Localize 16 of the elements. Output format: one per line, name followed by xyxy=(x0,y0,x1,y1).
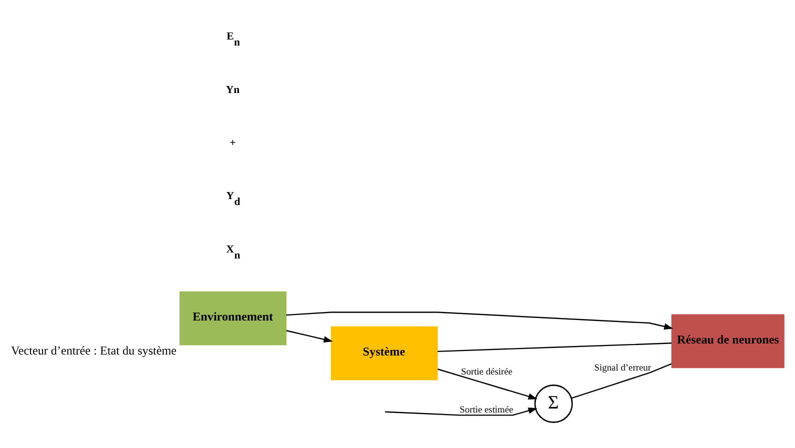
label: Yn xyxy=(226,84,240,96)
connector xyxy=(571,363,672,399)
edge-label: Sortie estimée xyxy=(460,406,514,416)
arrow xyxy=(438,368,538,400)
connector xyxy=(438,342,672,352)
node-box: Réseau de neurones xyxy=(671,314,784,368)
node-circle: Σ xyxy=(534,384,573,424)
arrow xyxy=(286,330,333,342)
edge-label: Sortie désirée xyxy=(461,367,512,378)
arrow xyxy=(385,408,538,416)
arrow xyxy=(286,312,674,330)
node-box: Environnement xyxy=(179,291,286,346)
node-box: Système xyxy=(330,326,438,380)
label: + xyxy=(230,136,236,149)
edge-label: Signal d’erreur xyxy=(594,363,652,374)
node-label: Vecteur d’entrée : Etat du système xyxy=(10,344,177,358)
